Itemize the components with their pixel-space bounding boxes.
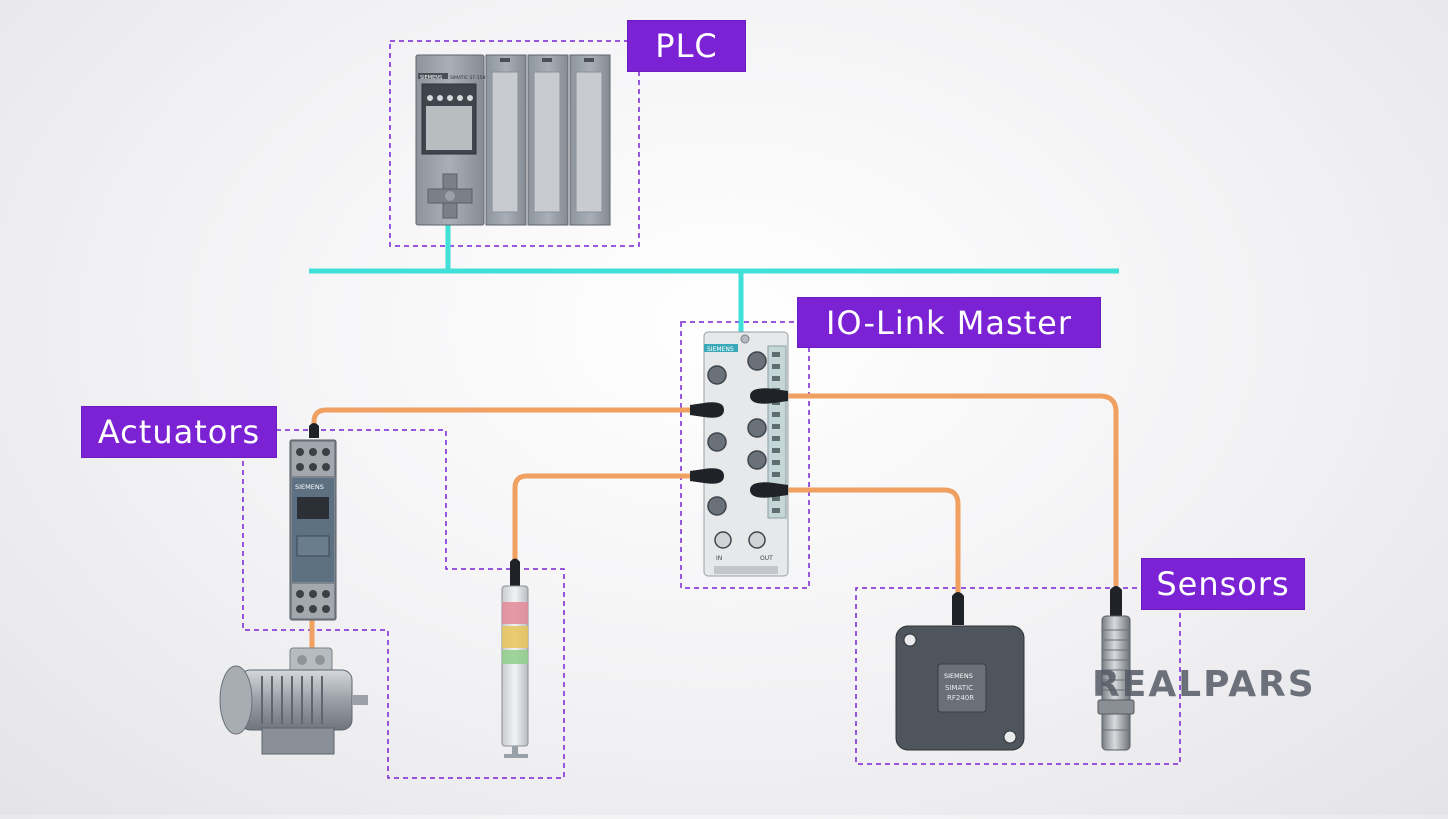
motor-body [239,669,353,731]
plc-io-modules [485,54,611,226]
tower-light-green [502,650,528,664]
cable-proximity-sensor [774,393,1119,588]
rfid-face [937,663,987,713]
tower-light-yellow [502,626,528,648]
drive-brand: SIEMENS [295,483,324,491]
master-in-label: IN [716,555,722,562]
cable-drive [311,407,713,431]
electric-motor-device [219,647,368,755]
motor-fan-cover [219,665,253,735]
rfid-brand: SIEMENS [944,672,973,680]
rfid-model-line1: SIMATIC [945,684,973,692]
rfid-model-line2: RF240R [947,694,974,702]
port-out-icon [748,531,766,549]
io-link-master-device: SIEMENS IN OUT [690,331,789,577]
realpars-watermark: REALPARS [1092,664,1316,705]
signal-tower-device [501,558,529,758]
plc-brand: SIEMENS [420,75,442,81]
motor-starter-device: SIEMENS [289,423,337,621]
master-out-label: OUT [760,555,773,562]
port-icon [707,365,727,385]
port-in-icon [714,531,732,549]
port-icon [707,496,727,516]
drive-plug [309,423,319,438]
port-icon [747,351,767,371]
sensors-label: Sensors [1142,559,1304,609]
sensor-nut [1097,699,1135,715]
io-link-cables [309,393,1119,651]
tower-light-red [502,602,528,624]
plc-device: SIEMENS SIMATIC S7-1500 [415,54,611,226]
actuators-outline [242,429,565,779]
io-link-master-label: IO-Link Master [798,298,1100,347]
plc-model: SIMATIC S7-1500 [450,75,488,81]
master-plugs [690,388,788,498]
port-icon [747,418,767,438]
plc-outline [389,40,640,247]
plc-display [426,106,472,150]
motor-shaft [352,695,368,705]
drive-display [297,497,329,519]
cable-rfid-reader [774,487,961,595]
master-brand: SIEMENS [707,346,734,353]
proximity-sensor-device [1097,586,1135,751]
industrial-ethernet-bus [309,224,1119,333]
port-icon [747,450,767,470]
cable-signal-tower [512,473,713,563]
tower-plug [510,558,520,586]
drive-keypad [296,535,330,557]
sensor-plug [1110,586,1122,616]
motor-base [261,727,335,755]
rfid-reader-device: SIEMENS SIMATIC RF240R [895,592,1025,751]
actuators-label: Actuators [82,407,276,457]
master-ports [707,351,767,549]
plc-nav-pad-icon [427,173,473,219]
plc-label: PLC [628,21,745,71]
port-icon [707,432,727,452]
master-outline [680,321,810,589]
rfid-plug [952,592,964,625]
